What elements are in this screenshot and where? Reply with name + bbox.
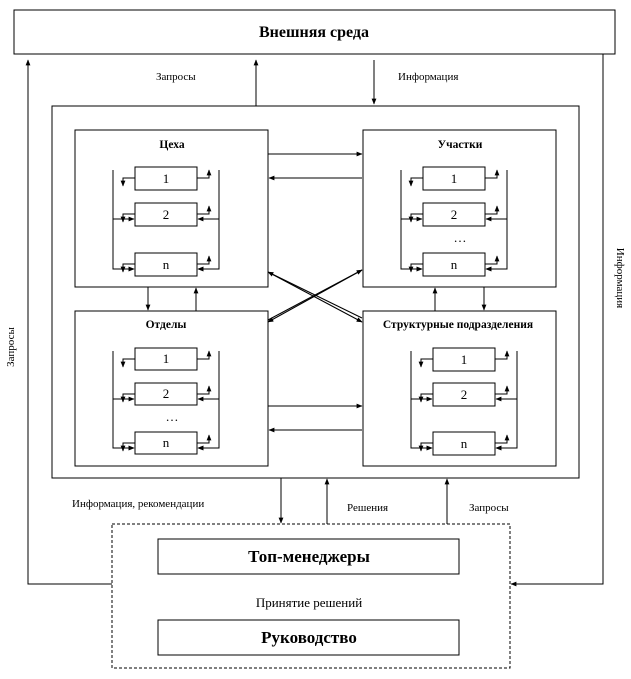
structural-loop-arrow bbox=[410, 435, 433, 451]
leadership-label: Руководство bbox=[261, 628, 357, 647]
decisions-label: Решения bbox=[347, 502, 388, 514]
unit-departments-ellipsis: … bbox=[166, 409, 179, 424]
sections-loop-arrow bbox=[408, 177, 423, 187]
structural-loop-arrow bbox=[495, 350, 510, 360]
structural-loop-arrow bbox=[418, 358, 433, 368]
requests-up-label: Запросы bbox=[156, 71, 196, 83]
unit-sections-item-label: 1 bbox=[451, 171, 458, 186]
sections-loop-arrow bbox=[485, 205, 500, 215]
sections-loop-arrow bbox=[485, 255, 500, 265]
departments-loop-arrow bbox=[120, 358, 135, 368]
internal-loops bbox=[112, 169, 518, 452]
shops-loop-arrow bbox=[112, 256, 135, 272]
unit-structural-title: Структурные подразделения bbox=[383, 319, 533, 331]
right-side-label: Информация bbox=[614, 248, 626, 308]
structural-loop-arrow bbox=[495, 385, 510, 395]
departments-loop-arrow bbox=[197, 434, 212, 444]
sections-loop-arrow bbox=[408, 213, 423, 223]
departments-loop-arrow bbox=[197, 385, 212, 395]
unit-structural: Структурные подразделения 1 2 n bbox=[362, 310, 557, 467]
top-managers-box bbox=[157, 538, 460, 575]
shops-loop-arrow bbox=[197, 256, 220, 272]
unit-sections-ellipsis: … bbox=[454, 230, 467, 245]
unit-sections: Участки 1 2 … n bbox=[362, 129, 557, 288]
unit-departments-title: Отделы bbox=[146, 319, 187, 331]
structural-loop-arrow bbox=[495, 434, 510, 444]
structural-loop-arrow bbox=[495, 435, 518, 451]
unit-departments: Отделы 1 2 … n bbox=[74, 310, 269, 467]
left-loop-arrow bbox=[25, 59, 112, 585]
unit-shops-item-label: 2 bbox=[163, 207, 170, 222]
unit-shops-item-label: 1 bbox=[163, 171, 170, 186]
unit-sections-title: Участки bbox=[438, 139, 483, 151]
sections-loop-arrow bbox=[485, 256, 508, 272]
shops-loop-arrow bbox=[120, 177, 135, 187]
unit-sections-item-label: 2 bbox=[451, 207, 458, 222]
departments-loop-arrow bbox=[120, 393, 135, 403]
departments-loop-arrow bbox=[197, 350, 212, 360]
right-loop-arrow bbox=[510, 53, 615, 587]
shops-loop-arrow bbox=[120, 213, 135, 223]
unit-departments-item-label: 1 bbox=[163, 351, 170, 366]
unit-shops-item-label: n bbox=[163, 257, 170, 272]
departments-loop-arrow bbox=[112, 435, 135, 451]
sections-loop-arrow bbox=[400, 256, 423, 272]
unit-structural-item-label: 1 bbox=[461, 352, 468, 367]
unit-sections-item-label: n bbox=[451, 257, 458, 272]
decision-making-label: Принятие решений bbox=[256, 595, 362, 610]
shops-loop-arrow bbox=[197, 255, 212, 265]
requests-bottom-label: Запросы bbox=[469, 502, 509, 514]
structural-loop-arrow bbox=[418, 393, 433, 403]
unit-departments-item-label: n bbox=[163, 435, 170, 450]
management-box: Топ-менеджеры Принятие решений Руководст… bbox=[111, 523, 511, 669]
departments-loop-arrow bbox=[197, 435, 220, 451]
shops-to-structural-arrow bbox=[267, 271, 363, 323]
shops-loop-arrow bbox=[197, 205, 212, 215]
sections-loop-arrow bbox=[485, 169, 500, 179]
info-down-label: Информация bbox=[398, 71, 458, 83]
left-side-label: Запросы bbox=[5, 327, 17, 367]
structural-to-shops-arrow bbox=[267, 271, 363, 319]
top-managers-label: Топ-менеджеры bbox=[248, 547, 370, 566]
unit-shops-title: Цеха bbox=[159, 139, 184, 151]
shops-loop-arrow bbox=[197, 169, 212, 179]
unit-structural-item-label: 2 bbox=[461, 387, 468, 402]
external-environment: Внешняя среда bbox=[13, 9, 616, 55]
leadership-box bbox=[157, 619, 460, 656]
info-reco-label: Информация, рекомендации bbox=[72, 498, 204, 510]
unit-structural-item-label: n bbox=[461, 436, 468, 451]
unit-departments-item-label: 2 bbox=[163, 386, 170, 401]
external-environment-title: Внешняя среда bbox=[259, 24, 369, 41]
unit-shops: Цеха 1 2 n bbox=[74, 129, 269, 288]
